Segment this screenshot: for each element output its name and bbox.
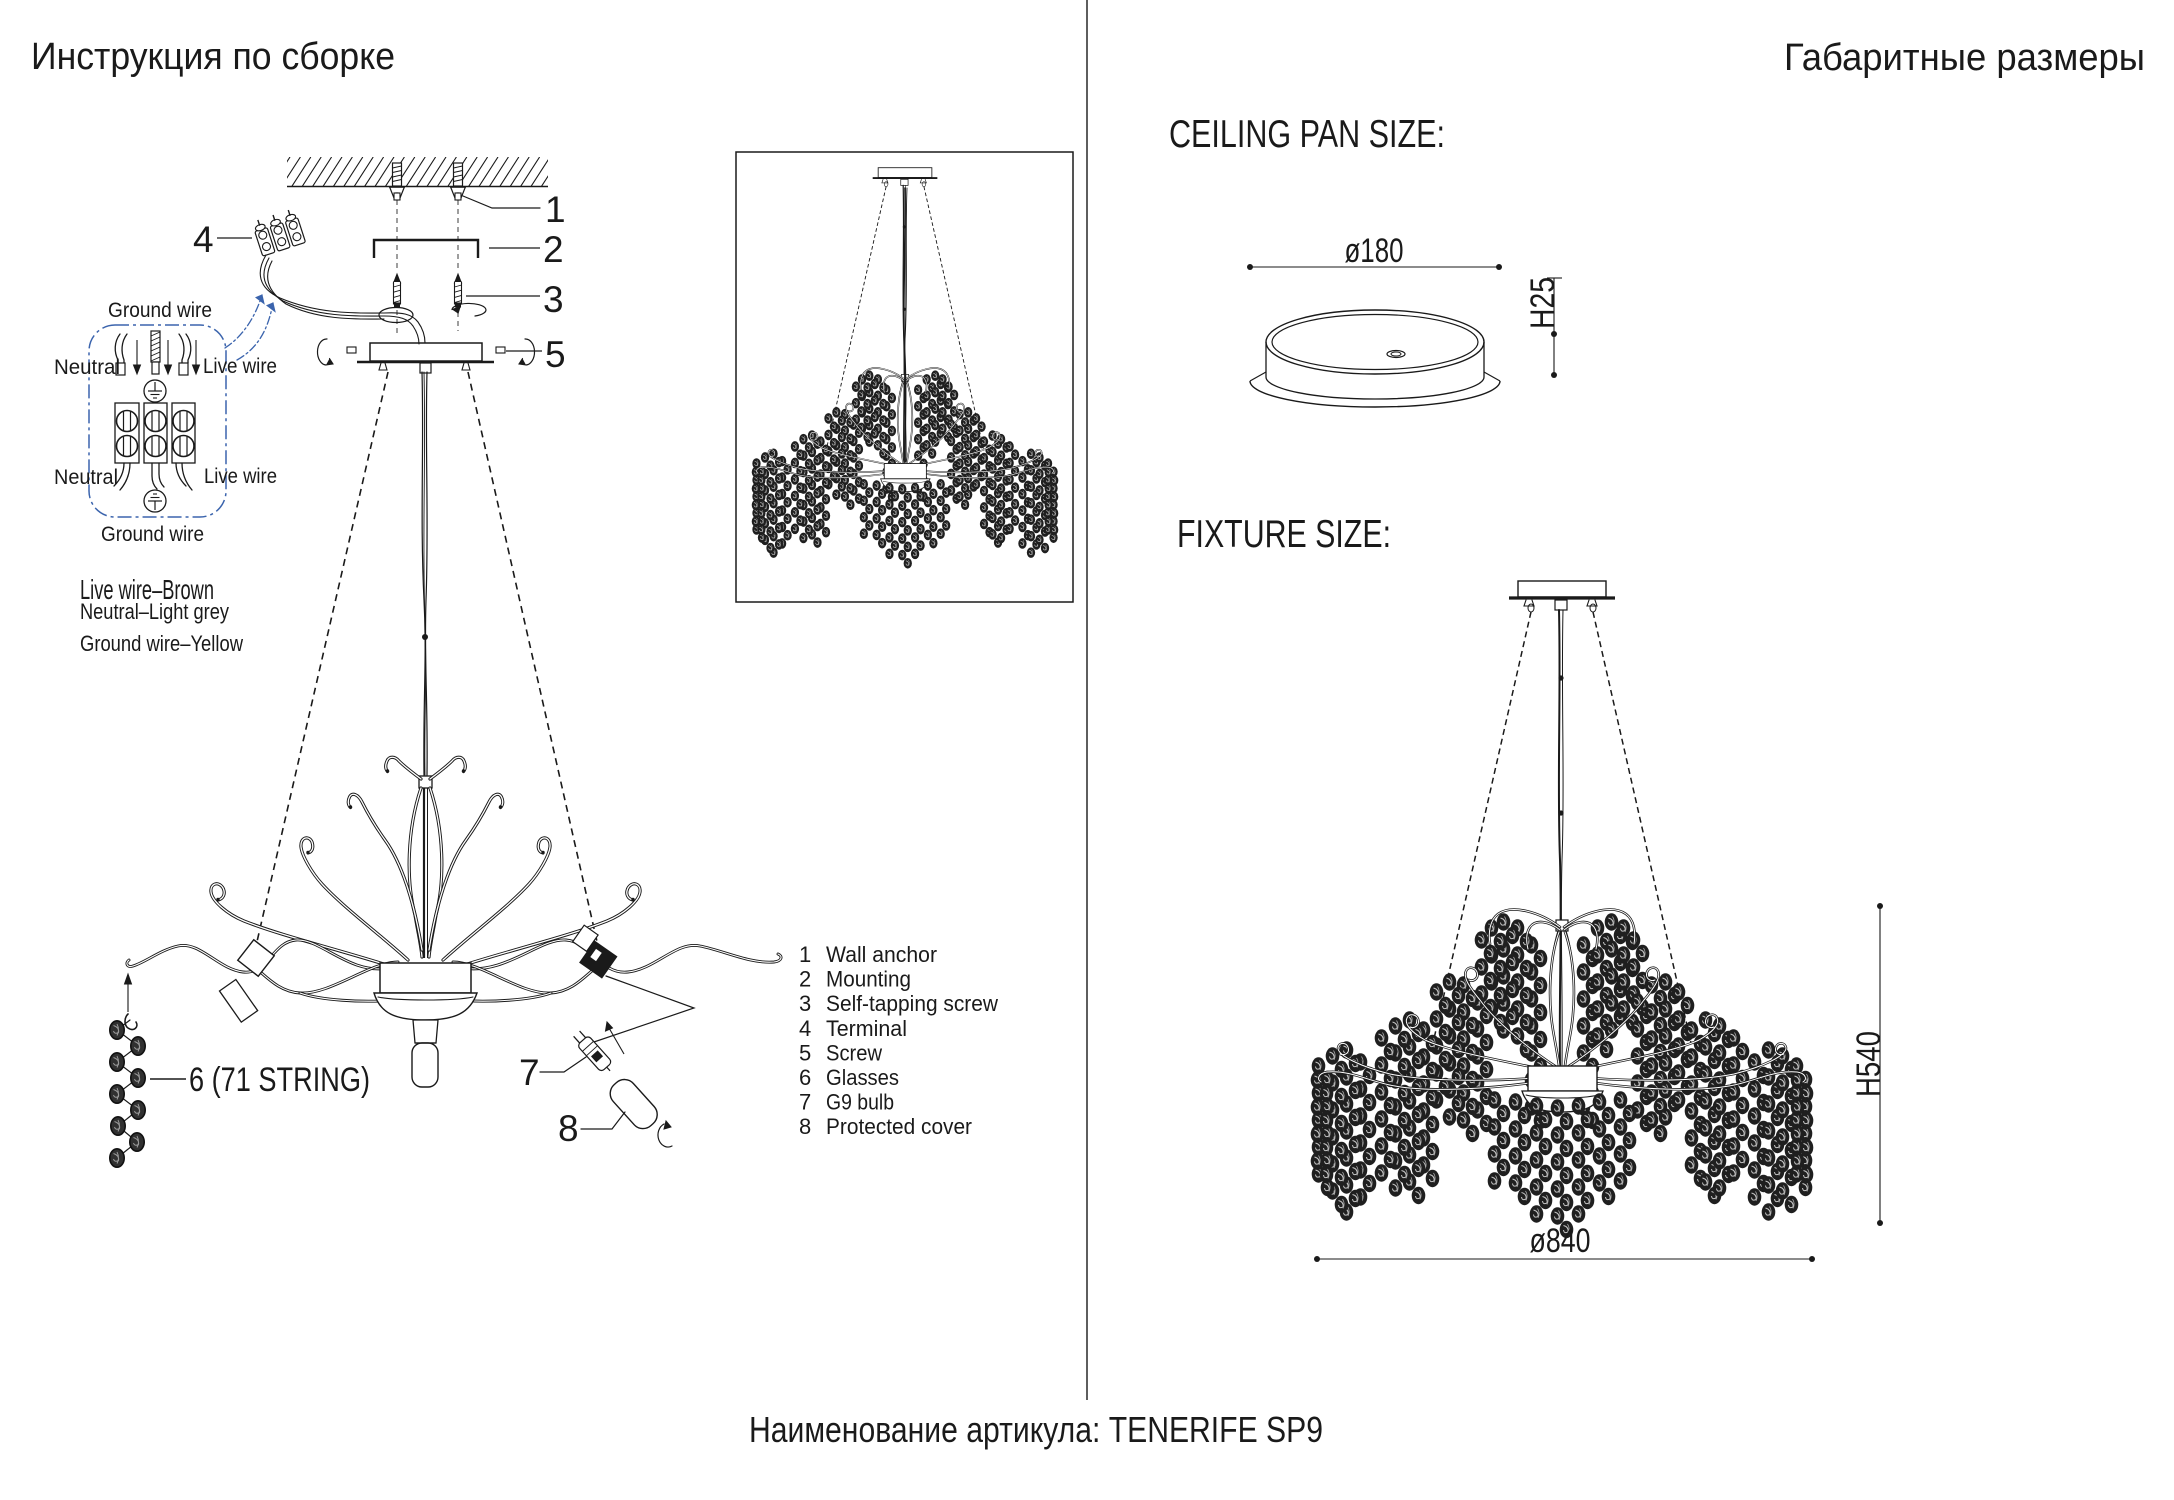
svg-text:8: 8 [799,1114,811,1139]
svg-text:5: 5 [799,1040,811,1065]
svg-text:6 (71 STRING): 6 (71 STRING) [189,1061,370,1099]
svg-text:ø180: ø180 [1345,232,1404,270]
svg-text:6: 6 [799,1065,811,1090]
svg-text:Wall anchor: Wall anchor [826,942,937,967]
svg-text:Glasses: Glasses [826,1065,899,1090]
svg-text:CEILING PAN SIZE:: CEILING PAN SIZE: [1169,113,1445,156]
svg-text:G9 bulb: G9 bulb [826,1090,894,1115]
svg-text:3: 3 [799,991,811,1016]
svg-text:FIXTURE SIZE:: FIXTURE SIZE: [1177,513,1391,556]
svg-text:3: 3 [543,279,564,320]
svg-text:5: 5 [545,334,566,375]
svg-text:2: 2 [799,967,811,992]
svg-text:Live wire: Live wire [203,355,277,378]
svg-text:2: 2 [543,229,564,270]
svg-text:Live wire: Live wire [204,465,277,488]
svg-text:Ground wire: Ground wire [108,299,212,322]
svg-text:1: 1 [545,189,566,230]
svg-text:ø840: ø840 [1530,1222,1591,1260]
svg-text:4: 4 [799,1016,811,1041]
svg-text:Наименование артикула: TENERIF: Наименование артикула: TENERIFE SP9 [749,1409,1323,1450]
svg-text:4: 4 [193,219,214,260]
svg-text:Инструкция по сборке: Инструкция по сборке [31,36,395,78]
svg-text:7: 7 [799,1090,811,1115]
svg-text:Live wire–Brown: Live wire–Brown [80,574,214,605]
svg-text:Screw: Screw [826,1040,882,1065]
svg-text:Габаритные размеры: Габаритные размеры [1784,37,2145,79]
svg-text:Self-tapping screw: Self-tapping screw [826,991,998,1016]
svg-text:H540: H540 [1850,1031,1888,1097]
svg-text:Ground wire: Ground wire [101,523,204,546]
svg-text:Neutral–Light grey: Neutral–Light grey [80,599,229,624]
svg-text:H25: H25 [1524,277,1562,329]
svg-text:1: 1 [799,942,811,967]
svg-text:Mounting: Mounting [826,967,911,992]
svg-text:Neutral: Neutral [54,356,120,379]
svg-text:Protected cover: Protected cover [826,1114,972,1139]
svg-text:Neutral: Neutral [54,466,118,489]
svg-text:Terminal: Terminal [826,1016,907,1041]
svg-text:8: 8 [558,1108,579,1149]
svg-text:Ground wire–Yellow: Ground wire–Yellow [80,631,243,656]
svg-text:7: 7 [519,1052,540,1093]
